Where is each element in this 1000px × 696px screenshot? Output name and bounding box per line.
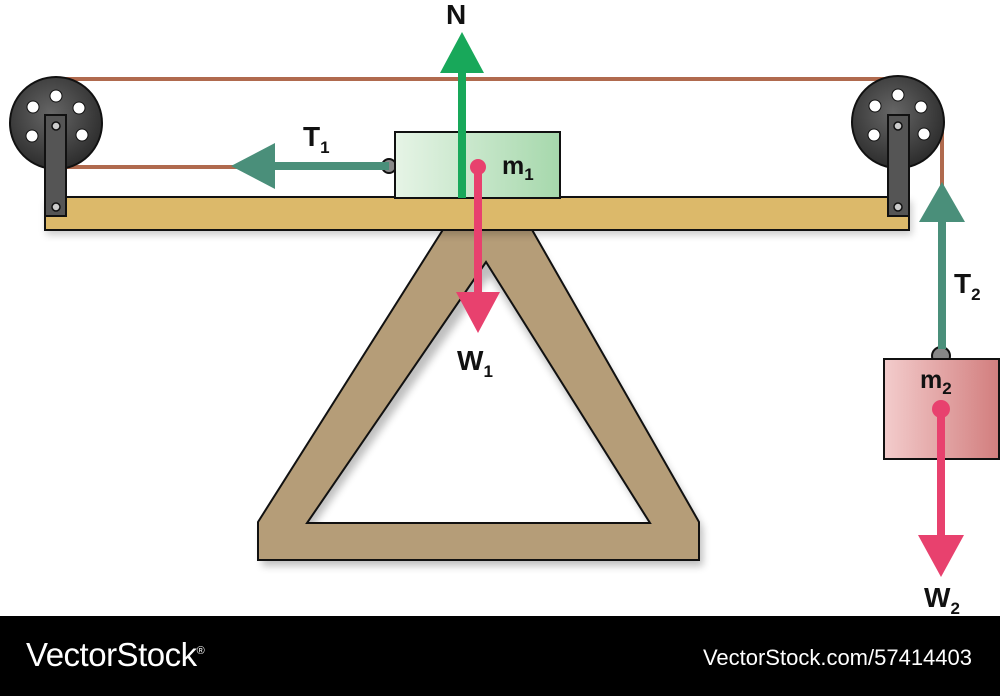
image-id-text: VectorStock.com/57414403 (702, 645, 972, 670)
tension-1-arrow (231, 143, 389, 189)
tension-2-arrow (919, 182, 965, 349)
brand-logo: VectorStock® (26, 636, 205, 673)
physics-diagram: N T1 m1 W1 T2 m2 W2 (9, 0, 1000, 616)
label-mass-2: m2 (920, 366, 952, 398)
right-pulley-icon (851, 75, 945, 217)
stand (257, 227, 703, 566)
normal-force-arrow (440, 32, 484, 198)
label-tension-1: T1 (303, 121, 330, 157)
label-normal-force: N (446, 0, 466, 30)
left-pulley-icon (9, 76, 103, 217)
watermark-footer: VectorStock® VectorStock.com/57414403 (0, 616, 1000, 696)
weight-2-arrow (918, 400, 964, 577)
label-weight-1: W1 (457, 345, 493, 381)
weight-1-arrow (456, 159, 500, 333)
label-weight-2: W2 (924, 582, 960, 616)
label-tension-2: T2 (954, 268, 981, 304)
label-mass-1: m1 (502, 152, 534, 184)
